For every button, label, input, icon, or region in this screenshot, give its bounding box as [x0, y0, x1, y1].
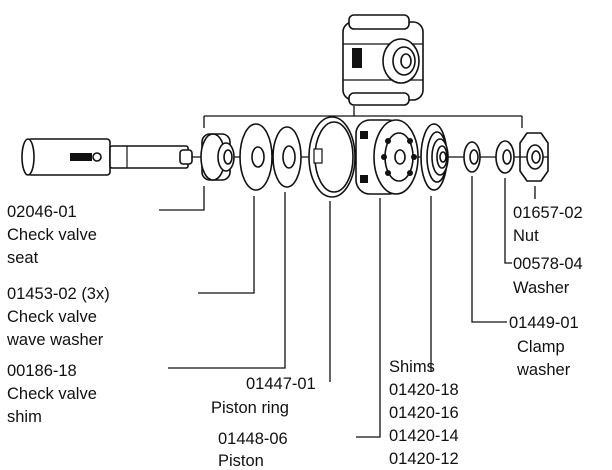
seat-part-number: 02046-01	[7, 203, 77, 221]
label-check-valve-shim: 00186-18 Check valve shim	[7, 362, 97, 426]
shims-title: Shims	[389, 358, 435, 376]
shims-value-2: 01420-16	[389, 404, 459, 422]
label-nut: 01657-02 Nut	[513, 204, 583, 245]
clamp-washer-part-number: 01449-01	[509, 314, 579, 332]
seat-desc-line1: Check valve	[7, 226, 97, 244]
washer-part	[495, 140, 515, 174]
check-valve-shim-part	[272, 126, 302, 188]
clamp-washer-part	[463, 141, 481, 173]
nut-part-number: 01657-02	[513, 204, 583, 222]
washer-desc: Washer	[513, 279, 570, 297]
washer-part-number: 00578-04	[513, 255, 583, 273]
wave-washer-desc-line2: wave washer	[6, 331, 104, 349]
nut-part	[519, 132, 549, 182]
shim-desc-line1: Check valve	[7, 385, 97, 403]
label-clamp-washer: 01449-01 Clamp washer	[509, 314, 579, 379]
shims-value-1: 01420-18	[389, 381, 459, 399]
wave-washer-part-number: 01453-02 (3x)	[7, 285, 110, 303]
wave-washer-desc-line1: Check valve	[7, 308, 97, 326]
assembly-bracket	[203, 106, 523, 128]
leader-lines	[159, 176, 536, 438]
label-piston: 01448-06 Piston	[218, 430, 288, 470]
shims-value-3: 01420-14	[389, 427, 459, 445]
wave-washer-part	[239, 123, 273, 191]
label-piston-ring: 01447-01 Piston ring	[211, 375, 316, 417]
assembled-piston-illustration	[342, 14, 424, 106]
piston-part-number: 01448-06	[218, 430, 288, 448]
shim-desc-line2: shim	[7, 408, 42, 426]
piston-desc: Piston	[218, 452, 264, 470]
clamp-washer-desc-line1: Clamp	[517, 338, 565, 356]
piston-rod-illustration	[21, 138, 193, 176]
piston-ring-desc: Piston ring	[211, 399, 289, 417]
shims-value-4: 01420-12	[389, 450, 459, 468]
shim-part-number: 00186-18	[7, 362, 77, 380]
check-valve-seat-part	[200, 133, 235, 181]
label-washer: 00578-04 Washer	[513, 255, 583, 297]
piston-ring-part-number: 01447-01	[246, 375, 316, 393]
piston-part	[355, 119, 419, 195]
label-shims: Shims 01420-18 01420-16 01420-14 01420-1…	[389, 358, 459, 468]
piston-ring-part	[308, 116, 356, 198]
seat-desc-line2: seat	[7, 249, 39, 267]
label-check-valve-seat: 02046-01 Check valve seat	[7, 203, 97, 267]
nut-desc: Nut	[513, 227, 539, 245]
clamp-washer-desc-line2: washer	[516, 361, 571, 379]
shims-stack-part	[420, 123, 449, 191]
label-wave-washer: 01453-02 (3x) Check valve wave washer	[6, 285, 110, 349]
